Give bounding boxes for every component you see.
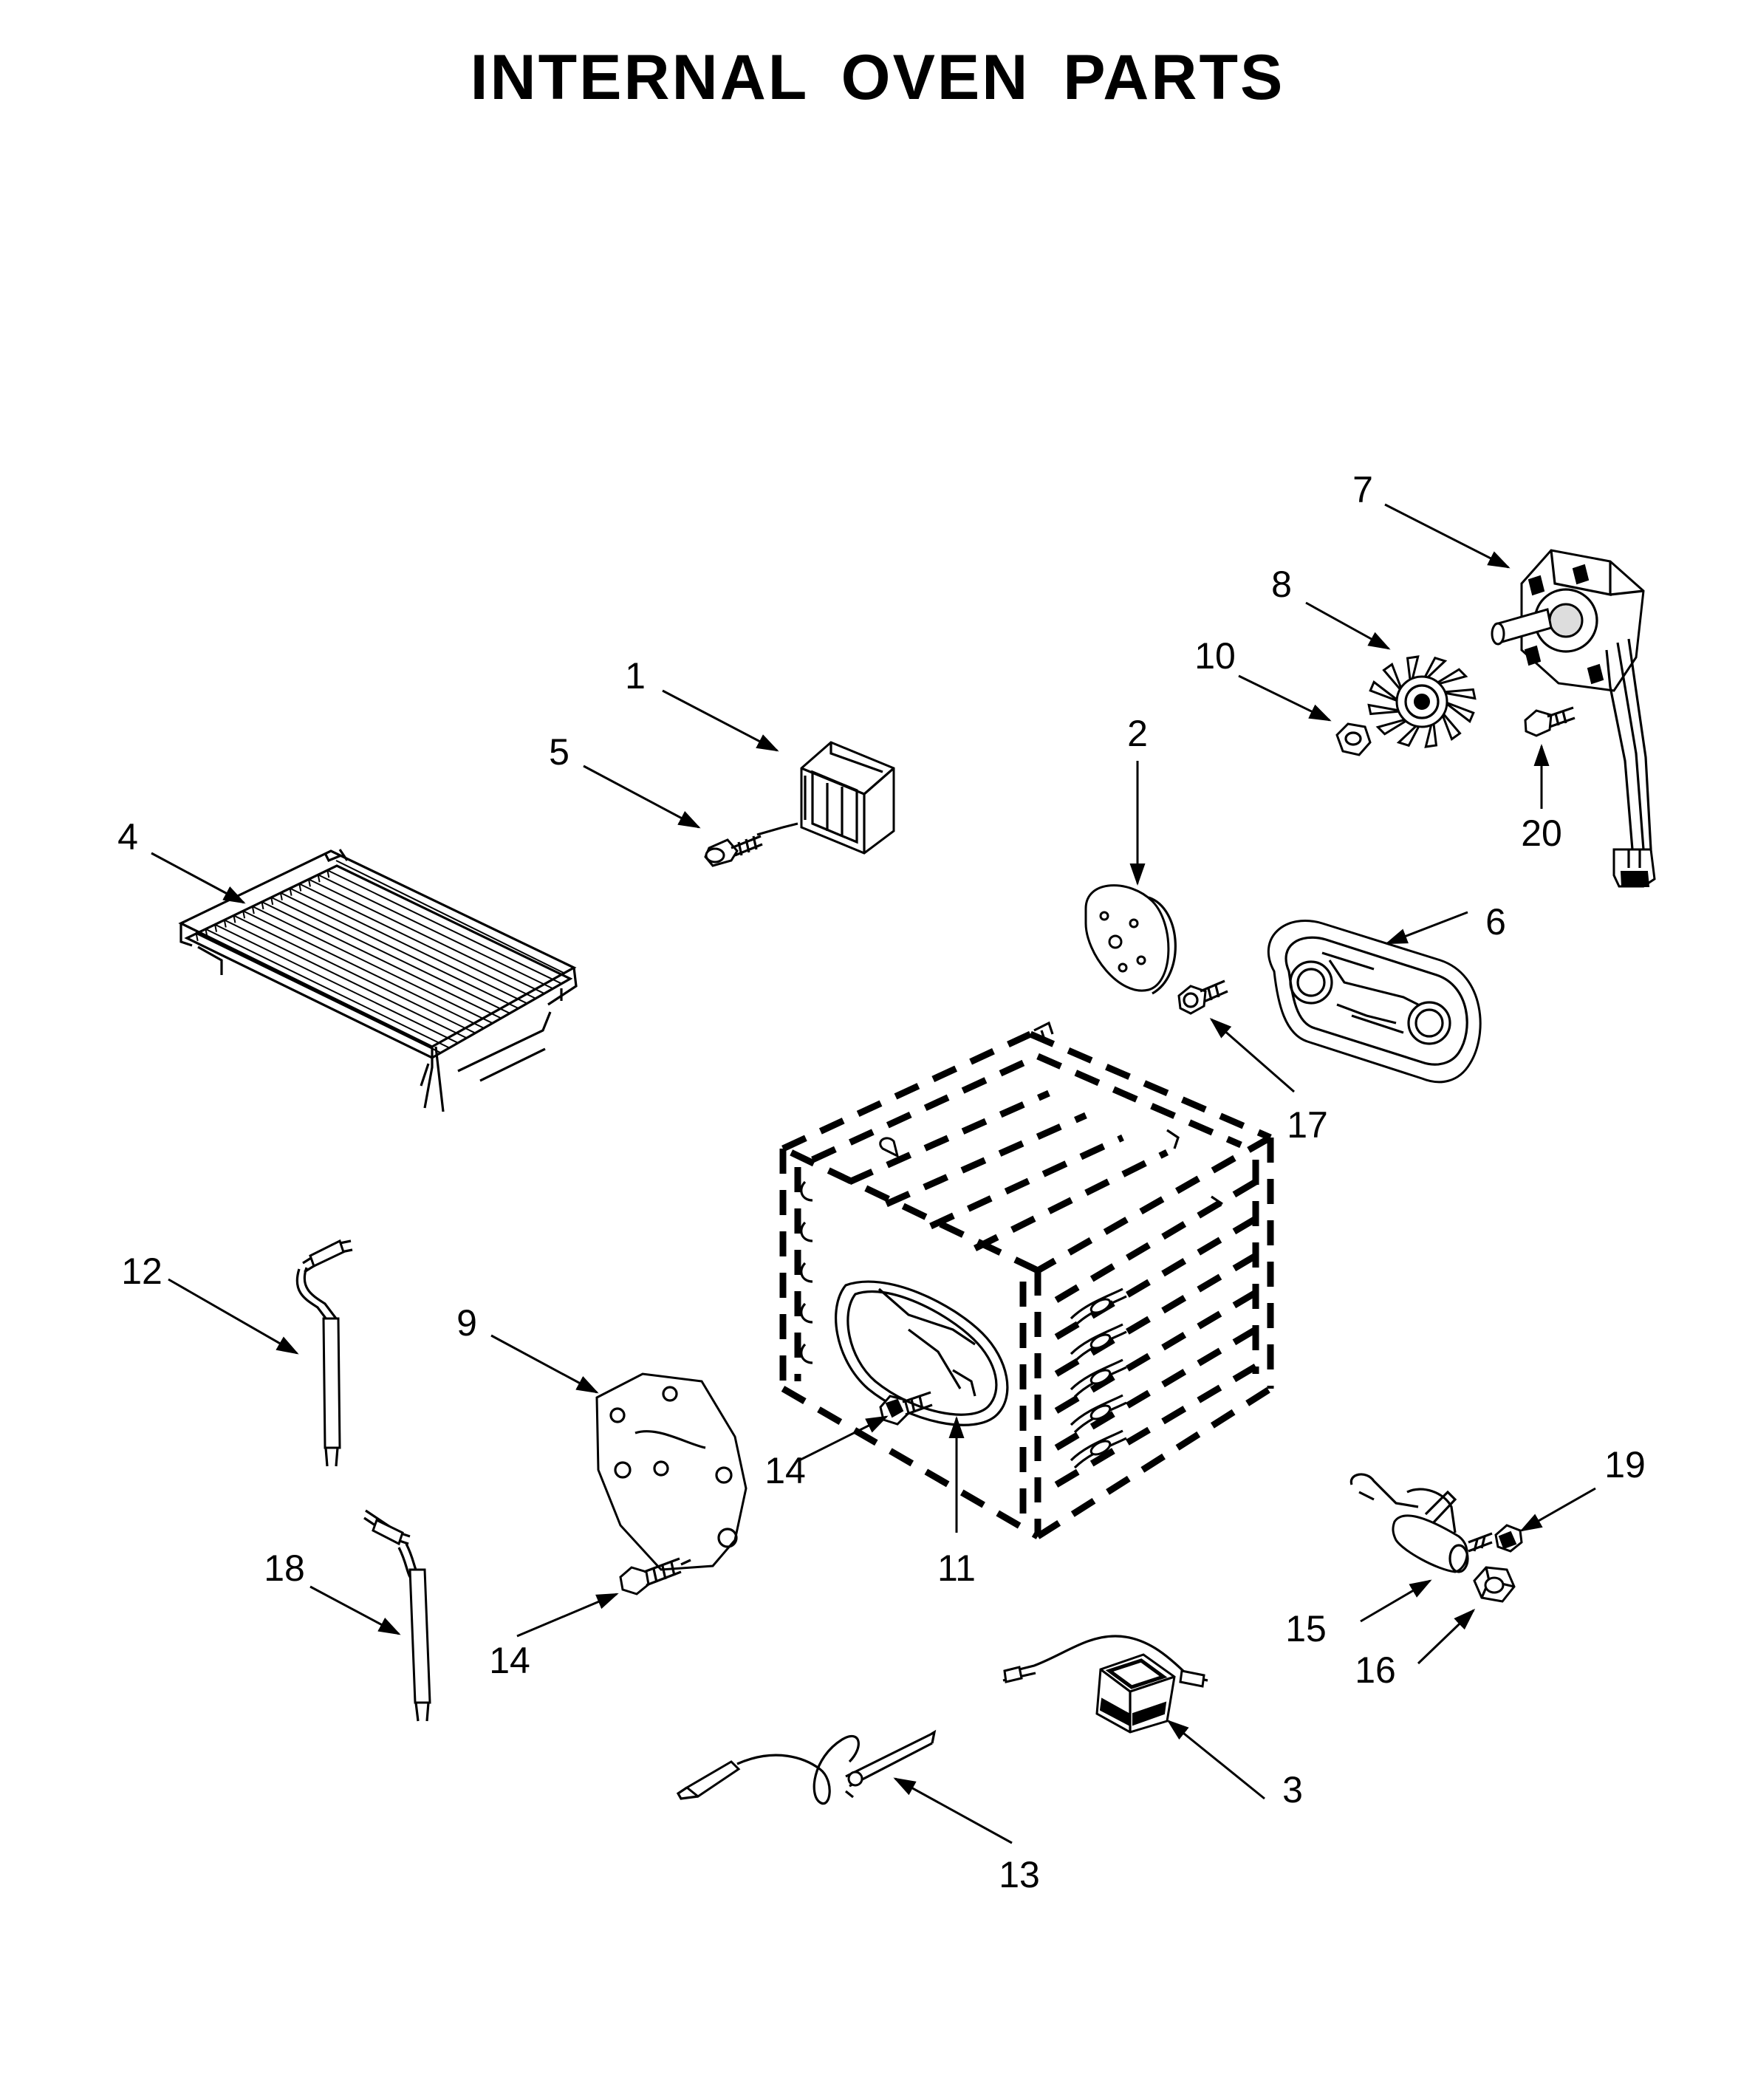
callout-17: 17 bbox=[1287, 1104, 1328, 1146]
page-title: INTERNAL OVEN PARTS bbox=[470, 42, 1285, 113]
callout-10: 10 bbox=[1194, 635, 1236, 677]
callout-19: 19 bbox=[1604, 1444, 1646, 1485]
callout-labels: 1 2 3 4 5 6 7 8 9 10 11 12 13 14 14 15 1… bbox=[117, 469, 1646, 1895]
callout-15: 15 bbox=[1285, 1608, 1327, 1649]
screw-part-17 bbox=[1177, 979, 1228, 1015]
rear-panel-part-9 bbox=[595, 1372, 748, 1571]
callout-16: 16 bbox=[1355, 1649, 1396, 1691]
fan-cover-disc-part bbox=[1084, 884, 1177, 995]
callout-4: 4 bbox=[117, 816, 138, 858]
callout-20: 20 bbox=[1521, 813, 1562, 854]
fan-blade-part bbox=[1367, 655, 1477, 748]
screw-part-19 bbox=[1468, 1524, 1523, 1553]
callout-1: 1 bbox=[625, 655, 646, 697]
screw-part-20 bbox=[1524, 706, 1576, 737]
callout-5: 5 bbox=[549, 731, 569, 773]
callout-2: 2 bbox=[1127, 713, 1148, 754]
sensor-probe-part-12 bbox=[295, 1239, 353, 1467]
nut-part-16 bbox=[1473, 1566, 1516, 1603]
convection-fan-motor-part bbox=[1491, 549, 1656, 888]
sensor-probe-part-18 bbox=[363, 1509, 431, 1722]
leader-arrows bbox=[151, 503, 1596, 1844]
callout-14-upper: 14 bbox=[764, 1450, 806, 1491]
callout-6: 6 bbox=[1485, 901, 1506, 943]
screw-part-14-lower bbox=[619, 1557, 691, 1595]
bracket-part bbox=[756, 741, 895, 855]
callout-14-lower: 14 bbox=[489, 1640, 530, 1681]
oven-rack-part bbox=[178, 849, 578, 1112]
callout-3: 3 bbox=[1282, 1769, 1303, 1810]
callout-9: 9 bbox=[456, 1302, 477, 1344]
oven-cavity-part bbox=[779, 1021, 1274, 1539]
screw-part-5 bbox=[704, 835, 763, 867]
callout-11: 11 bbox=[937, 1547, 976, 1589]
callout-12: 12 bbox=[121, 1251, 162, 1292]
nut-part-10 bbox=[1335, 722, 1372, 756]
callout-13: 13 bbox=[999, 1854, 1040, 1895]
meat-probe-part-13 bbox=[676, 1729, 937, 1805]
rear-baffle-plate-part bbox=[1267, 919, 1482, 1084]
callout-18: 18 bbox=[264, 1547, 305, 1589]
callout-8: 8 bbox=[1271, 564, 1292, 605]
callout-7: 7 bbox=[1352, 469, 1373, 510]
terminal-block-part-3 bbox=[1002, 1635, 1208, 1734]
light-socket-part-15 bbox=[1349, 1473, 1469, 1573]
